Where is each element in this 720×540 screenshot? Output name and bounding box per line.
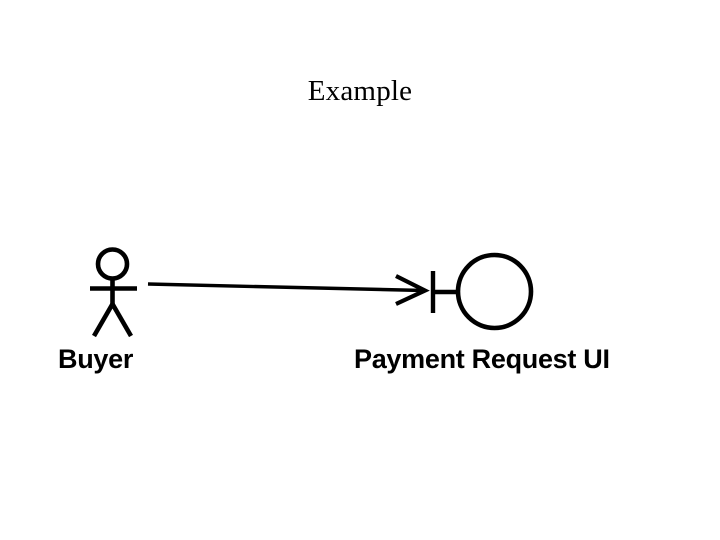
actor-right-leg-icon	[110, 302, 133, 338]
association-arrowhead-icon	[395, 274, 430, 306]
actor-buyer-figure[interactable]	[90, 247, 137, 338]
association-line	[147, 282, 425, 293]
boundary-payment-request-ui-figure[interactable]	[430, 252, 534, 331]
actor-head-icon	[95, 247, 130, 281]
association-buyer-to-ui[interactable]	[147, 274, 430, 306]
page-title: Example	[307, 75, 413, 107]
boundary-circle-icon	[455, 252, 534, 331]
boundary-payment-request-ui-label: Payment Request UI	[354, 344, 610, 374]
actor-left-leg-icon	[92, 302, 115, 338]
actor-buyer-label: Buyer	[58, 344, 134, 374]
